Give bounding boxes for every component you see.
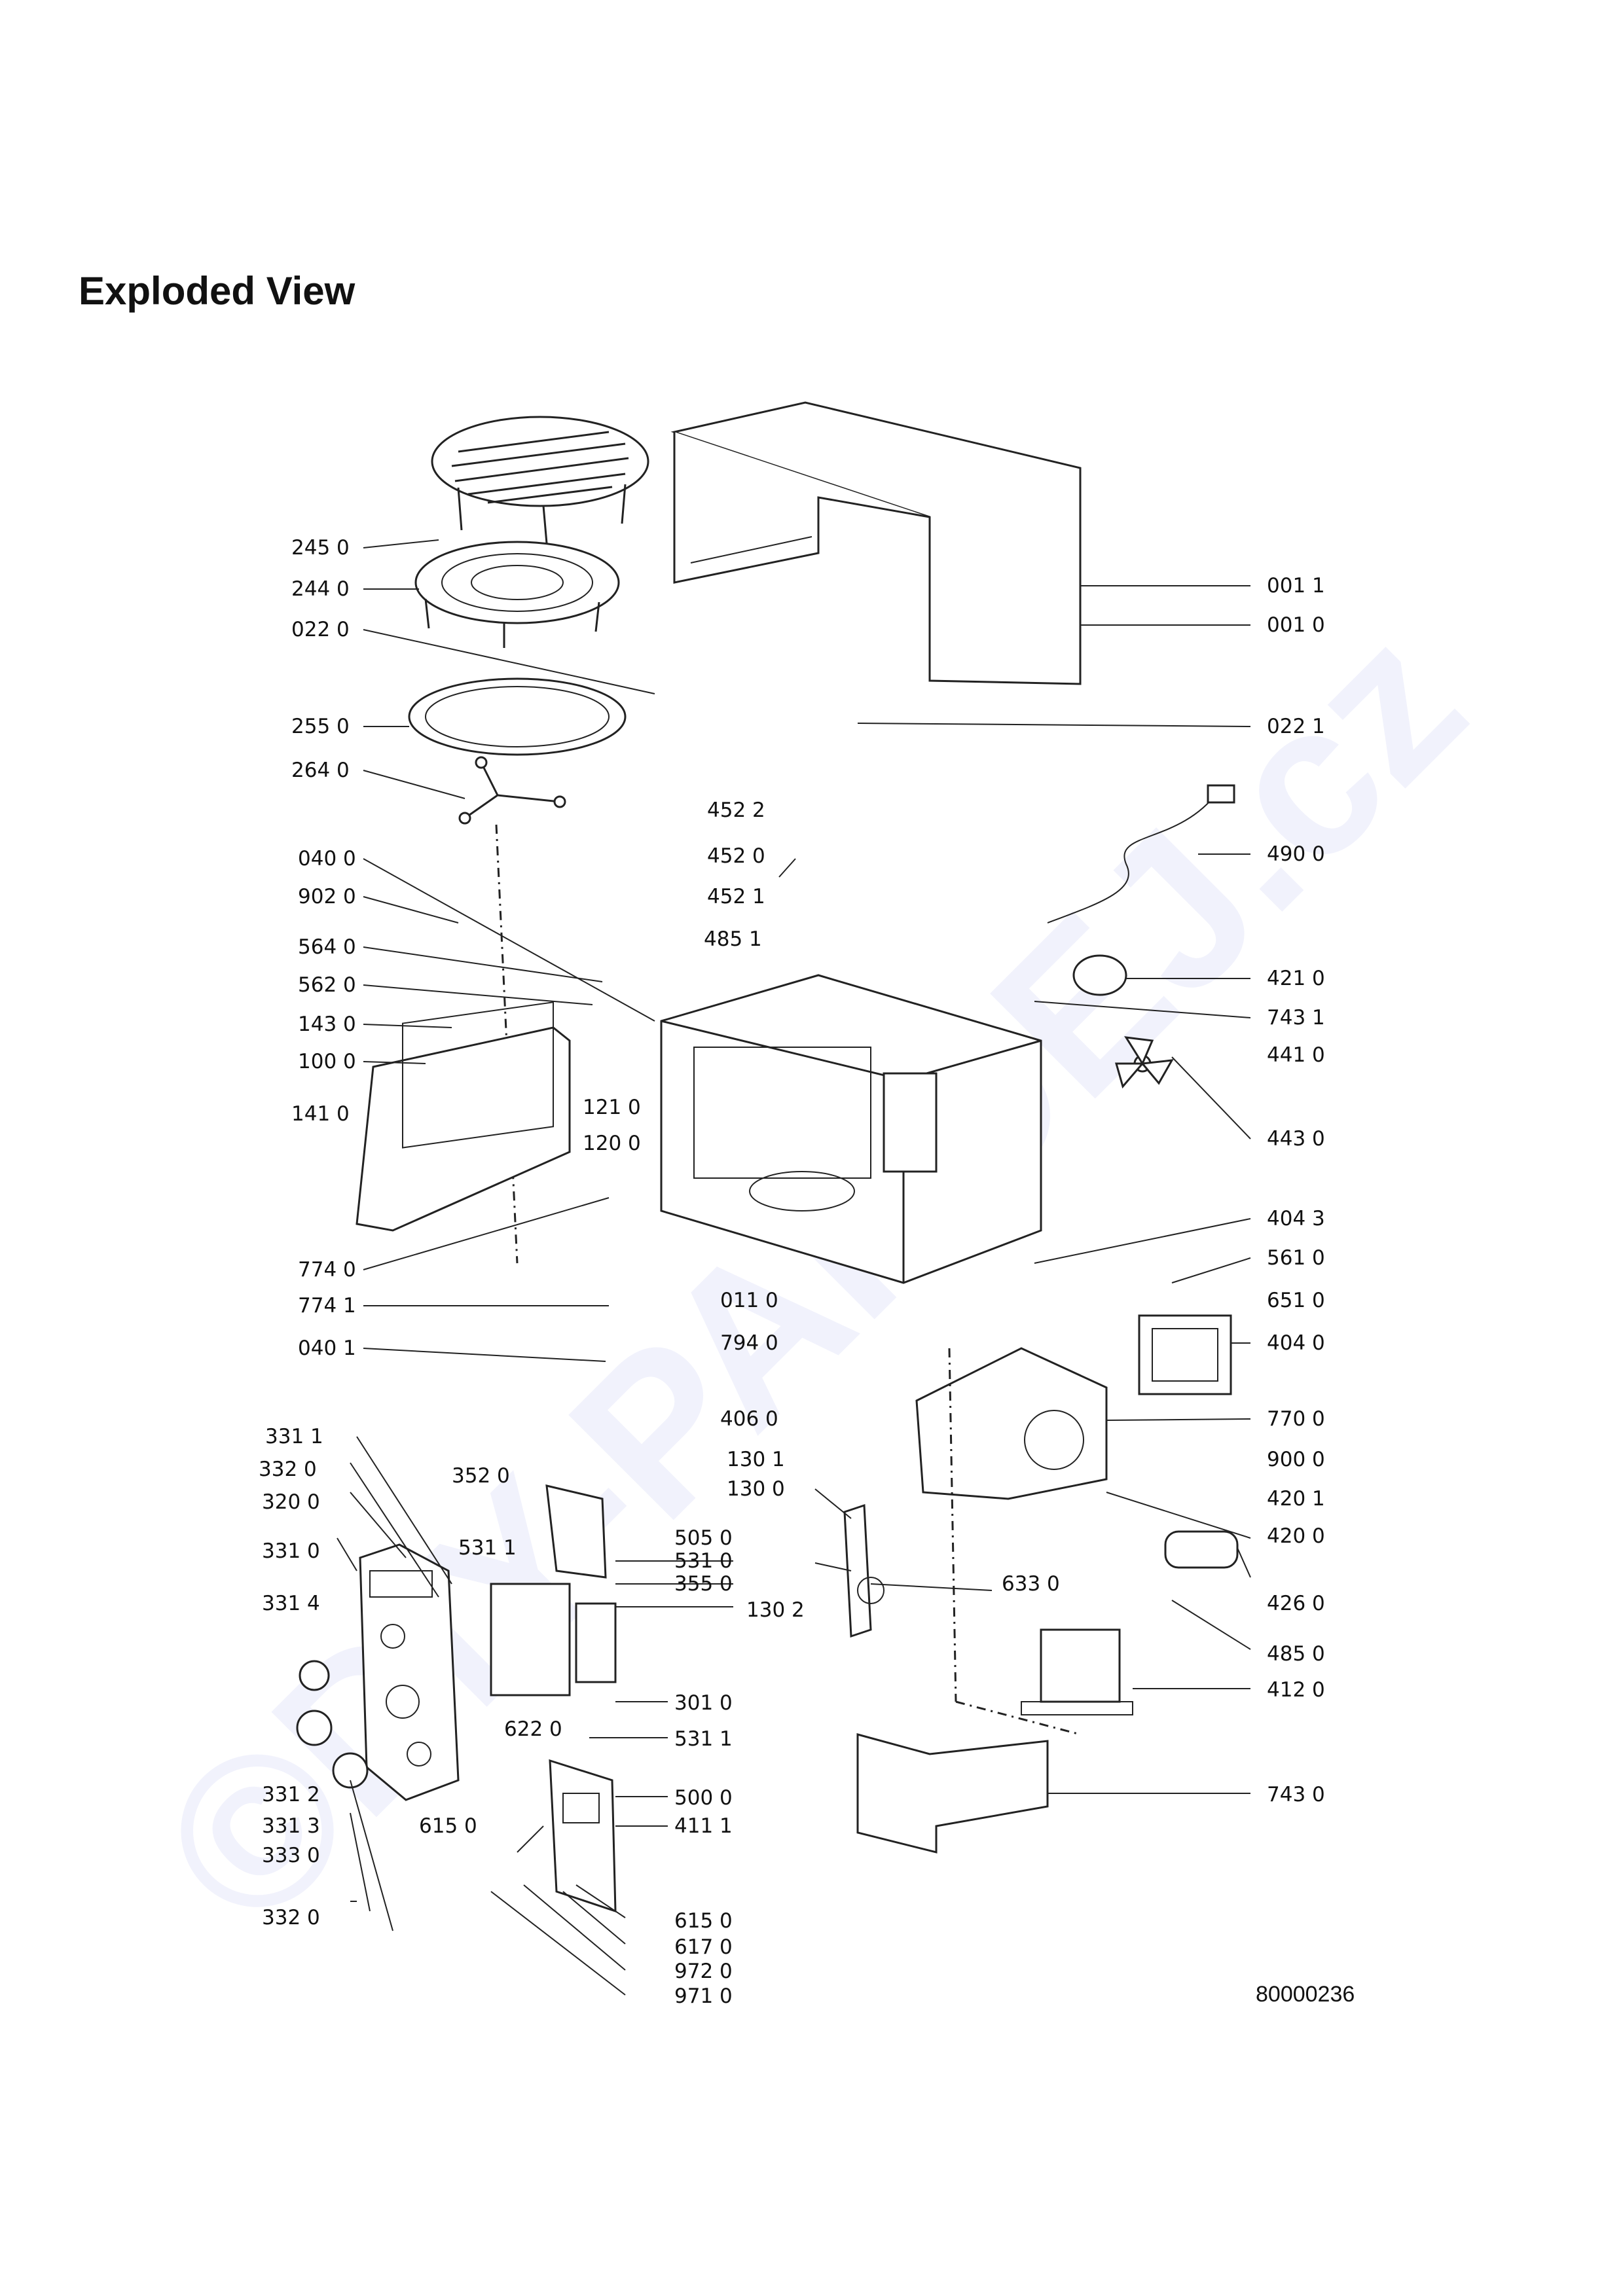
callout-label: 244 0 xyxy=(291,577,350,601)
callout-label: 320 0 xyxy=(262,1490,320,1514)
callout-label: 404 3 xyxy=(1267,1207,1325,1230)
callout-label: 485 1 xyxy=(704,927,762,951)
hv-capacitor xyxy=(1164,1530,1239,1569)
callout-label: 651 0 xyxy=(1267,1289,1325,1312)
back-cover xyxy=(856,1733,1049,1854)
grill-rack-low xyxy=(414,541,620,648)
callout-label: 426 0 xyxy=(1267,1592,1325,1615)
callout-label: 040 1 xyxy=(298,1336,356,1360)
hv-transformer xyxy=(1021,1628,1133,1715)
door-assembly xyxy=(356,1001,571,1232)
callout-label: 331 3 xyxy=(262,1814,320,1838)
page-title: Exploded View xyxy=(79,269,356,313)
callout-label: 452 2 xyxy=(707,798,765,822)
leader-lines xyxy=(337,539,1251,1996)
callout-label: 130 0 xyxy=(727,1477,785,1501)
callout-label: 531 1 xyxy=(458,1536,517,1560)
callout-label: 774 1 xyxy=(298,1294,356,1318)
callout-label: 411 1 xyxy=(674,1814,733,1838)
callout-label: 143 0 xyxy=(298,1013,356,1036)
callout-label: 040 0 xyxy=(298,847,356,870)
callout-label: 331 0 xyxy=(262,1539,320,1563)
callout-label: 452 0 xyxy=(707,844,765,868)
callout-label: 001 0 xyxy=(1267,613,1325,637)
callout-label: 615 0 xyxy=(419,1814,477,1838)
callout-label: 485 0 xyxy=(1267,1642,1325,1666)
control-panel xyxy=(359,1543,460,1801)
callout-label: 120 0 xyxy=(583,1132,641,1155)
callout-label: 743 1 xyxy=(1267,1006,1325,1030)
callout-label: 622 0 xyxy=(504,1717,562,1741)
callout-label: 490 0 xyxy=(1267,842,1325,866)
callout-label: 332 0 xyxy=(262,1906,320,1929)
fan-blades xyxy=(1115,1036,1174,1089)
fan-motor xyxy=(1072,954,1127,996)
callout-label: 633 0 xyxy=(1002,1572,1060,1596)
callout-label: 420 0 xyxy=(1267,1524,1325,1548)
callout-label: 505 0 xyxy=(674,1526,733,1550)
callout-label: 421 0 xyxy=(1267,967,1325,990)
callout-label: 121 0 xyxy=(583,1096,641,1119)
callout-label: 331 2 xyxy=(262,1783,320,1806)
callout-label: 561 0 xyxy=(1267,1246,1325,1270)
roller-support xyxy=(458,756,566,825)
callout-label: 412 0 xyxy=(1267,1678,1325,1702)
callout-label: 333 0 xyxy=(262,1844,320,1867)
callout-label: 794 0 xyxy=(720,1331,778,1355)
callout-label: 264 0 xyxy=(291,759,350,782)
callout-label: 331 4 xyxy=(262,1592,320,1615)
callout-label: 001 1 xyxy=(1267,574,1325,598)
callout-label: 255 0 xyxy=(291,715,350,738)
interlock-bracket xyxy=(843,1503,884,1638)
callout-label: 531 0 xyxy=(674,1549,733,1573)
callout-label: 971 0 xyxy=(674,1984,733,2008)
callout-label: 301 0 xyxy=(674,1691,733,1715)
callout-label: 531 1 xyxy=(674,1727,733,1751)
callout-label: 130 2 xyxy=(746,1598,805,1622)
callout-label: 441 0 xyxy=(1267,1043,1325,1067)
callout-label: 022 0 xyxy=(291,618,350,641)
grill-rack-high xyxy=(431,416,649,544)
oven-cavity xyxy=(660,974,1042,1284)
callout-label: 900 0 xyxy=(1267,1448,1325,1471)
callout-label: 743 0 xyxy=(1267,1783,1325,1806)
callout-label: 562 0 xyxy=(298,973,356,997)
callout-label: 443 0 xyxy=(1267,1127,1325,1151)
callout-label: 404 0 xyxy=(1267,1331,1325,1355)
callout-label: 141 0 xyxy=(291,1102,350,1126)
callout-label: 011 0 xyxy=(720,1289,778,1312)
callout-label: 130 1 xyxy=(727,1448,785,1471)
callout-label: 406 0 xyxy=(720,1407,778,1431)
callout-label: 972 0 xyxy=(674,1960,733,1983)
callout-label: 352 0 xyxy=(452,1464,510,1488)
callout-label: 615 0 xyxy=(674,1909,733,1933)
callout-label: 245 0 xyxy=(291,536,350,560)
callout-label: 100 0 xyxy=(298,1050,356,1073)
callout-label: 022 1 xyxy=(1267,715,1325,738)
outer-cabinet xyxy=(670,401,1082,685)
callout-label: 617 0 xyxy=(674,1935,733,1959)
callout-label: 564 0 xyxy=(298,935,356,959)
callout-label: 331 1 xyxy=(265,1425,323,1448)
callout-labels: 245 0 244 0 022 0 255 0 264 0 040 0 902 … xyxy=(259,536,1325,2008)
magnetron xyxy=(1138,1314,1232,1395)
control-knobs xyxy=(296,1660,369,1789)
glass-turntable xyxy=(408,677,627,756)
callout-label: 774 0 xyxy=(298,1258,356,1282)
power-cord xyxy=(1047,784,1235,924)
callout-label: 420 1 xyxy=(1267,1487,1325,1511)
callout-label: 452 1 xyxy=(707,885,765,908)
callout-label: 770 0 xyxy=(1267,1407,1325,1431)
pcb-module xyxy=(490,1484,617,1696)
callout-label: 500 0 xyxy=(674,1786,733,1810)
air-duct xyxy=(915,1347,1108,1500)
callout-label: 332 0 xyxy=(259,1458,317,1481)
callout-label: 902 0 xyxy=(298,885,356,908)
document-number: 80000236 xyxy=(1256,1982,1355,2007)
callout-label: 355 0 xyxy=(674,1572,733,1596)
